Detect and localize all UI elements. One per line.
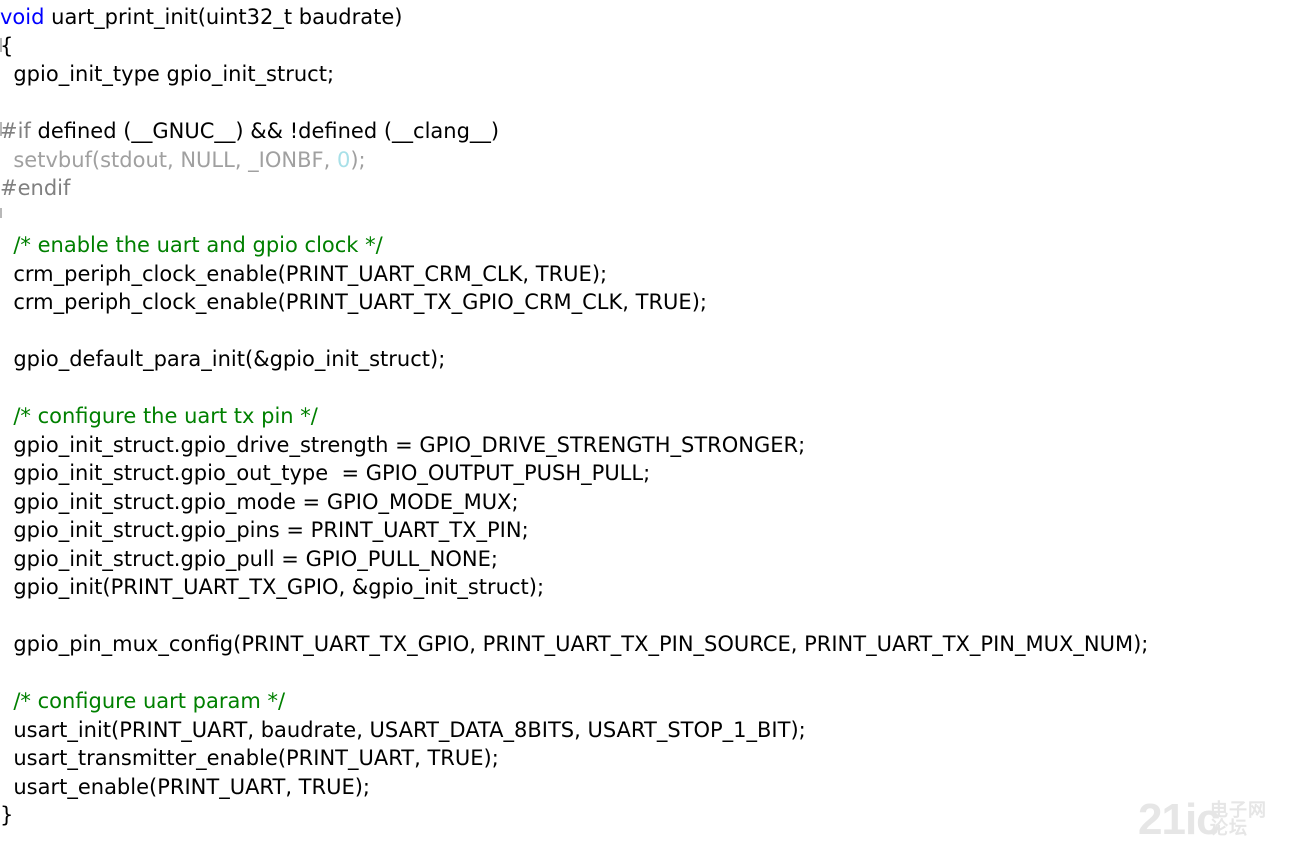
- code-token: uart_print_init(uint32_t baudrate): [44, 5, 403, 29]
- code-token: /* configure the uart tx pin */: [0, 404, 318, 428]
- code-token: 0: [336, 147, 351, 172]
- code-line[interactable]: #endif: [0, 174, 1302, 203]
- code-text-area[interactable]: void uart_print_init(uint32_t baudrate){…: [0, 3, 1302, 830]
- watermark-text-line1: 电子网: [1210, 800, 1267, 821]
- code-token: crm_periph_clock_enable(PRINT_UART_CRM_C…: [0, 261, 608, 286]
- site-watermark-logo: 21ic 电子网 论坛: [1138, 798, 1294, 842]
- code-token: usart_enable(PRINT_UART, TRUE);: [0, 774, 371, 799]
- code-token: /* enable the uart and gpio clock */: [0, 233, 383, 257]
- code-line[interactable]: /* enable the uart and gpio clock */: [0, 231, 1302, 260]
- code-line[interactable]: void uart_print_init(uint32_t baudrate): [0, 3, 1302, 32]
- code-line[interactable]: gpio_init_type gpio_init_struct;: [0, 60, 1302, 89]
- fold-marker[interactable]: [0, 208, 2, 218]
- code-token: gpio_init_type gpio_init_struct;: [0, 62, 335, 86]
- code-line[interactable]: gpio_pin_mux_config(PRINT_UART_TX_GPIO, …: [0, 630, 1302, 659]
- code-token: setvbuf(stdout, NULL, _IONBF,: [0, 147, 337, 172]
- watermark-text-line2: 论坛: [1210, 818, 1248, 839]
- code-token: usart_transmitter_enable(PRINT_UART, TRU…: [0, 746, 499, 770]
- code-line[interactable]: /* configure uart param */: [0, 687, 1302, 716]
- code-line[interactable]: gpio_init_struct.gpio_pins = PRINT_UART_…: [0, 516, 1302, 545]
- code-token: /* configure uart param */: [0, 689, 286, 713]
- code-token: gpio_init_struct.gpio_out_type = GPIO_OU…: [0, 461, 651, 485]
- code-token: gpio_default_para_init(&gpio_init_struct…: [0, 347, 446, 371]
- fold-marker[interactable]: [0, 122, 2, 136]
- code-line[interactable]: ​: [0, 89, 1302, 118]
- code-token: gpio_init_struct.gpio_drive_strength = G…: [0, 432, 806, 457]
- code-line[interactable]: usart_init(PRINT_UART, baudrate, USART_D…: [0, 716, 1302, 745]
- code-token: gpio_init(PRINT_UART_TX_GPIO, &gpio_init…: [0, 575, 545, 599]
- code-token: #if: [0, 119, 31, 143]
- watermark-number: 21ic: [1138, 795, 1221, 844]
- code-token: void: [0, 5, 45, 29]
- code-line[interactable]: ​: [0, 203, 1302, 232]
- code-token: );: [350, 147, 366, 172]
- code-token: {: [0, 33, 14, 58]
- code-token: gpio_init_struct.gpio_pull = GPIO_PULL_N…: [0, 546, 498, 571]
- code-line[interactable]: gpio_init_struct.gpio_pull = GPIO_PULL_N…: [0, 545, 1302, 574]
- code-line[interactable]: crm_periph_clock_enable(PRINT_UART_TX_GP…: [0, 288, 1302, 317]
- code-token: gpio_init_struct.gpio_mode = GPIO_MODE_M…: [0, 489, 519, 514]
- code-line[interactable]: ​: [0, 317, 1302, 346]
- code-line[interactable]: }: [0, 801, 1302, 830]
- fold-marker[interactable]: [0, 38, 2, 52]
- code-token: gpio_pin_mux_config(PRINT_UART_TX_GPIO, …: [0, 632, 1149, 656]
- code-token: defined (__GNUC__) && !defined (__clang_…: [30, 119, 500, 143]
- code-token: #endif: [0, 176, 71, 200]
- code-line[interactable]: setvbuf(stdout, NULL, _IONBF, 0);: [0, 146, 1302, 175]
- code-token: usart_init(PRINT_UART, baudrate, USART_D…: [0, 717, 806, 742]
- code-line[interactable]: {: [0, 32, 1302, 61]
- code-line[interactable]: usart_transmitter_enable(PRINT_UART, TRU…: [0, 744, 1302, 773]
- code-line[interactable]: gpio_init_struct.gpio_drive_strength = G…: [0, 431, 1302, 460]
- code-line[interactable]: gpio_init_struct.gpio_out_type = GPIO_OU…: [0, 459, 1302, 488]
- code-line[interactable]: ​: [0, 659, 1302, 688]
- code-line[interactable]: ​: [0, 602, 1302, 631]
- code-line[interactable]: usart_enable(PRINT_UART, TRUE);: [0, 773, 1302, 802]
- code-line[interactable]: gpio_default_para_init(&gpio_init_struct…: [0, 345, 1302, 374]
- code-line[interactable]: crm_periph_clock_enable(PRINT_UART_CRM_C…: [0, 260, 1302, 289]
- code-line[interactable]: gpio_init(PRINT_UART_TX_GPIO, &gpio_init…: [0, 573, 1302, 602]
- code-line[interactable]: /* configure the uart tx pin */: [0, 402, 1302, 431]
- code-token: }: [0, 803, 14, 827]
- code-line[interactable]: ​: [0, 374, 1302, 403]
- code-line[interactable]: #if defined (__GNUC__) && !defined (__cl…: [0, 117, 1302, 146]
- code-line[interactable]: gpio_init_struct.gpio_mode = GPIO_MODE_M…: [0, 488, 1302, 517]
- code-token: crm_periph_clock_enable(PRINT_UART_TX_GP…: [0, 290, 707, 314]
- code-token: gpio_init_struct.gpio_pins = PRINT_UART_…: [0, 518, 529, 542]
